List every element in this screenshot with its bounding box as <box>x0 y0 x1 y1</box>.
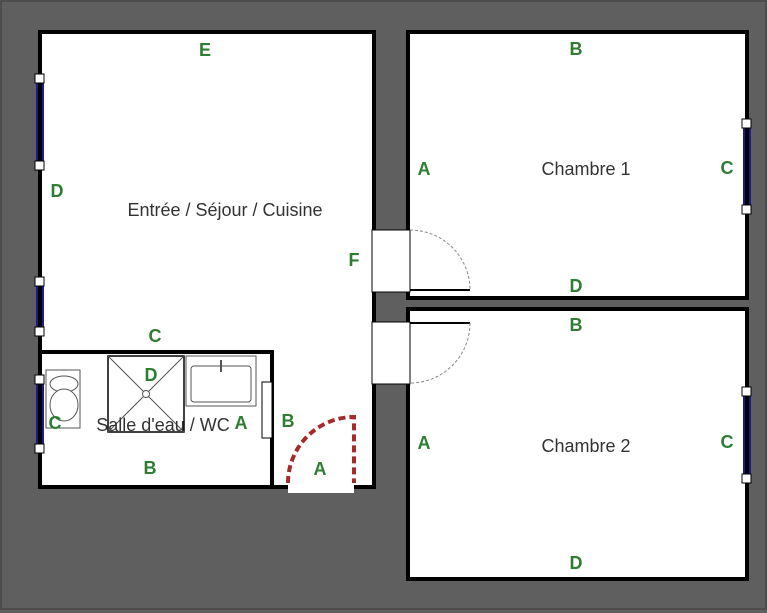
doorway-bedroom-1 <box>371 229 411 293</box>
wall-label-hall-left: B <box>282 411 295 431</box>
toilet-icon <box>45 369 81 429</box>
wall-label-living-left: D <box>51 181 64 201</box>
bedroom-1 <box>406 30 749 300</box>
wall-label-bedroom2-bottom: D <box>570 553 583 573</box>
wall-label-bedroom1-top: B <box>570 39 583 59</box>
wall-label-bath-bottom: B <box>144 458 157 478</box>
room-name-bathroom: Salle d'eau / WC <box>96 415 230 435</box>
window-bathroom <box>34 374 45 454</box>
door-bedroom-1[interactable] <box>409 229 471 291</box>
window-bedroom-1 <box>741 118 752 215</box>
wall-label-bedroom2-left: A <box>418 433 431 453</box>
window-living-top <box>34 73 45 171</box>
shower-icon <box>107 355 185 433</box>
wall-label-bedroom2-right: C <box>721 432 734 452</box>
wall-label-bedroom1-left: A <box>418 159 431 179</box>
bedroom-2 <box>406 307 749 581</box>
entrance-door[interactable] <box>286 414 356 493</box>
doorway-bedroom-2 <box>371 321 411 385</box>
window-bedroom-2 <box>741 386 752 484</box>
wall-label-bedroom1-bottom: D <box>570 276 583 296</box>
room-name-living: Entrée / Séjour / Cuisine <box>127 200 322 220</box>
wall-label-bedroom1-right: C <box>721 158 734 178</box>
wall-label-bath-top: D <box>145 365 158 385</box>
wall-label-bedroom2-top: B <box>570 315 583 335</box>
room-name-bedroom-1: Chambre 1 <box>541 159 630 179</box>
door-bedroom-2[interactable] <box>409 322 471 384</box>
wall-label-hall-bottom: A <box>314 459 327 479</box>
sink-icon <box>185 355 257 407</box>
wall-label-living-bottom: C <box>149 326 162 346</box>
window-living-bottom <box>34 276 45 337</box>
bathroom-door[interactable] <box>261 381 273 439</box>
wall-label-living-right: F <box>349 250 360 270</box>
wall-label-bath-left: C <box>49 413 62 433</box>
wall-label-living-top: E <box>199 40 211 60</box>
wall-label-bath-right: A <box>235 413 248 433</box>
room-name-bedroom-2: Chambre 2 <box>541 436 630 456</box>
